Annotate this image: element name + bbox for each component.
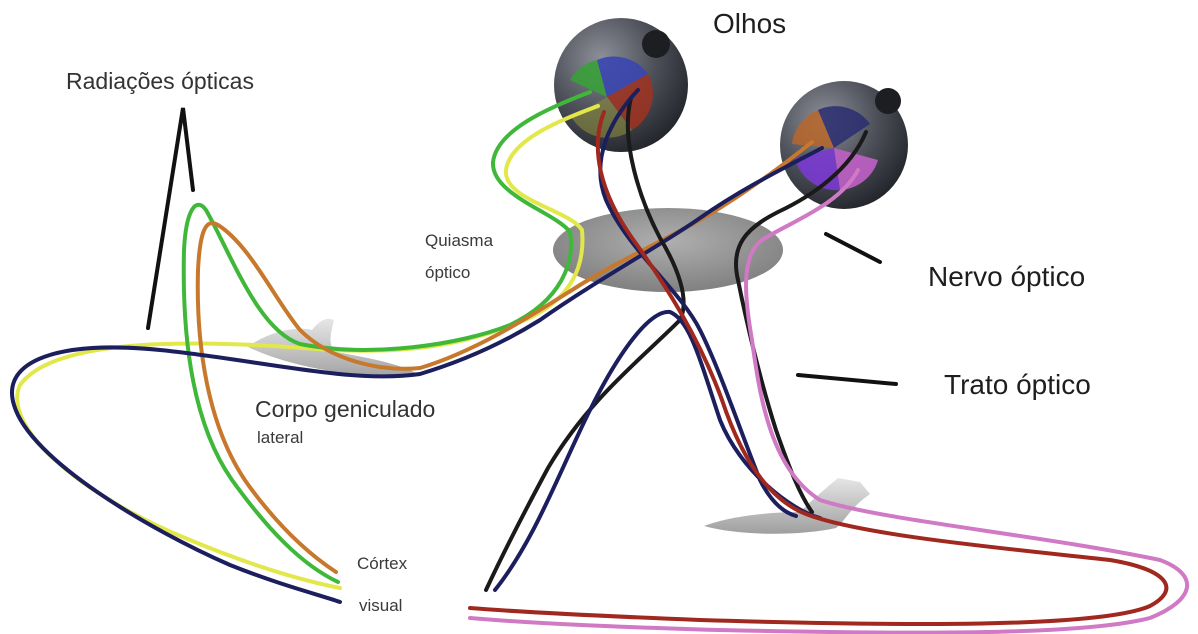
optic-tract-label: Trato óptico xyxy=(944,369,1091,401)
right-pupil xyxy=(875,88,901,114)
visual-cortex-label-line2: visual xyxy=(359,596,402,616)
left-pupil xyxy=(642,30,670,58)
lgn-label-line1: Corpo geniculado xyxy=(255,396,435,423)
dark-fiber-left xyxy=(486,98,684,590)
optic-nerve-label: Nervo óptico xyxy=(928,261,1085,293)
lgn-label-line2: lateral xyxy=(257,428,303,448)
green-fiber xyxy=(184,92,590,582)
eyes-label: Olhos xyxy=(713,8,786,40)
optic-radiations-label: Radiações ópticas xyxy=(66,68,254,95)
optic-radiations-pointer xyxy=(148,108,193,328)
visual-cortex-label-line1: Córtex xyxy=(357,554,407,574)
left-eye xyxy=(554,18,688,152)
navy-fiber-arch xyxy=(495,312,820,590)
optic-chiasm-label-line2: óptico xyxy=(425,263,470,283)
optic-tract-pointer xyxy=(798,375,896,384)
optic-nerve-pointer xyxy=(826,234,880,262)
navy-fiber xyxy=(12,148,822,602)
optic-chiasm-label-line1: Quiasma xyxy=(425,231,493,251)
